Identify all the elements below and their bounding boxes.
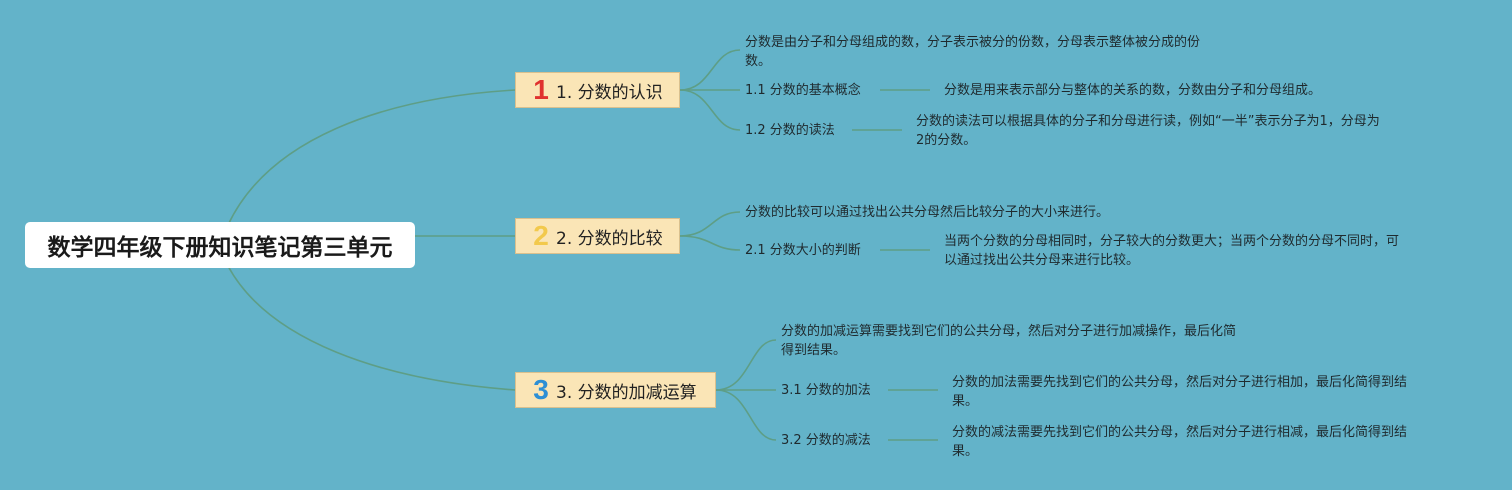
sub-1-2-detail-line-1: 分数的读法可以根据具体的分子和分母进行读，例如“一半”表示分子为1，分母为 xyxy=(916,114,1380,129)
sub-3-1-detail-line-2: 果。 xyxy=(952,394,979,409)
sub-1-2-label[interactable]: 1.2 分数的读法 xyxy=(745,123,835,138)
topic-2[interactable]: 2 2. 分数的比较 xyxy=(515,218,680,254)
sub-3-2-detail-line-1: 分数的减法需要先找到它们的公共分母，然后对分子进行相减，最后化简得到结 xyxy=(952,425,1408,440)
sub-3-2-detail-line-2: 果。 xyxy=(952,444,979,459)
link-topic-1-sub-2 xyxy=(679,89,741,131)
sub-2-1-detail[interactable]: 当两个分数的分母相同时，分子较大的分数更大；当两个分数的分母不同时，可 以通过找… xyxy=(944,232,1399,270)
sub-3-1-detail-line-1: 分数的加法需要先找到它们的公共分母，然后对分子进行相加，最后化简得到结 xyxy=(952,375,1408,390)
topic-3[interactable]: 3 3. 分数的加减运算 xyxy=(515,372,716,408)
topic-1-intro-line-2: 数。 xyxy=(745,54,772,69)
topic-1-intro[interactable]: 分数是由分子和分母组成的数，分子表示被分的份数，分母表示整体被分成的份 数。 xyxy=(745,33,1200,71)
topic-3-intro-line-1: 分数的加减运算需要找到它们的公共分母，然后对分子进行加减操作，最后化简 xyxy=(781,324,1237,339)
link-topic-3-sub-2 xyxy=(715,389,777,441)
topic-3-label: 3. 分数的加减运算 xyxy=(556,382,697,403)
sub-2-1-detail-line-1: 当两个分数的分母相同时，分子较大的分数更大；当两个分数的分母不同时，可 xyxy=(944,234,1400,249)
root-node[interactable]: 数学四年级下册知识笔记第三单元 xyxy=(25,222,415,268)
topic-2-intro[interactable]: 分数的比较可以通过找出公共分母然后比较分子的大小来进行。 xyxy=(745,203,1109,222)
topic-2-label: 2. 分数的比较 xyxy=(556,228,663,249)
sub-3-2-detail[interactable]: 分数的减法需要先找到它们的公共分母，然后对分子进行相减，最后化简得到结 果。 xyxy=(952,423,1407,461)
topic-1-label: 1. 分数的认识 xyxy=(556,82,663,103)
link-root-topic-1 xyxy=(227,89,516,226)
link-topic-1-intro xyxy=(679,49,741,91)
sub-3-1-detail[interactable]: 分数的加法需要先找到它们的公共分母，然后对分子进行相加，最后化简得到结 果。 xyxy=(952,373,1407,411)
number-2-badge: 2 xyxy=(533,220,549,251)
root-title: 数学四年级下册知识笔记第三单元 xyxy=(47,235,393,261)
topic-3-intro-line-2: 得到结果。 xyxy=(781,343,847,358)
topic-1[interactable]: 1 1. 分数的认识 xyxy=(515,72,680,108)
topic-3-intro[interactable]: 分数的加减运算需要找到它们的公共分母，然后对分子进行加减操作，最后化简 得到结果… xyxy=(781,322,1236,360)
number-3-badge: 3 xyxy=(533,374,549,405)
link-topic-2-sub-1 xyxy=(679,235,741,251)
sub-1-2-detail[interactable]: 分数的读法可以根据具体的分子和分母进行读，例如“一半”表示分子为1，分母为 2的… xyxy=(916,112,1380,150)
sub-3-1-label[interactable]: 3.1 分数的加法 xyxy=(781,383,871,398)
link-root-topic-3 xyxy=(227,265,516,391)
topic-2-intro-line-1: 分数的比较可以通过找出公共分母然后比较分子的大小来进行。 xyxy=(745,205,1110,220)
sub-1-1-detail[interactable]: 分数是用来表示部分与整体的关系的数，分数由分子和分母组成。 xyxy=(944,81,1321,100)
sub-2-1-label[interactable]: 2.1 分数大小的判断 xyxy=(745,243,861,258)
sub-1-1-label[interactable]: 1.1 分数的基本概念 xyxy=(745,83,861,98)
number-1-badge: 1 xyxy=(533,74,549,105)
sub-1-1-detail-line-1: 分数是用来表示部分与整体的关系的数，分数由分子和分母组成。 xyxy=(944,83,1322,98)
topic-1-intro-line-1: 分数是由分子和分母组成的数，分子表示被分的份数，分母表示整体被分成的份 xyxy=(745,35,1201,50)
sub-1-2-detail-line-2: 2的分数。 xyxy=(916,133,977,148)
link-topic-2-intro xyxy=(679,211,741,237)
sub-3-2-label[interactable]: 3.2 分数的减法 xyxy=(781,433,871,448)
sub-2-1-detail-line-2: 以通过找出公共分母来进行比较。 xyxy=(944,253,1140,268)
link-topic-3-intro xyxy=(715,339,777,391)
